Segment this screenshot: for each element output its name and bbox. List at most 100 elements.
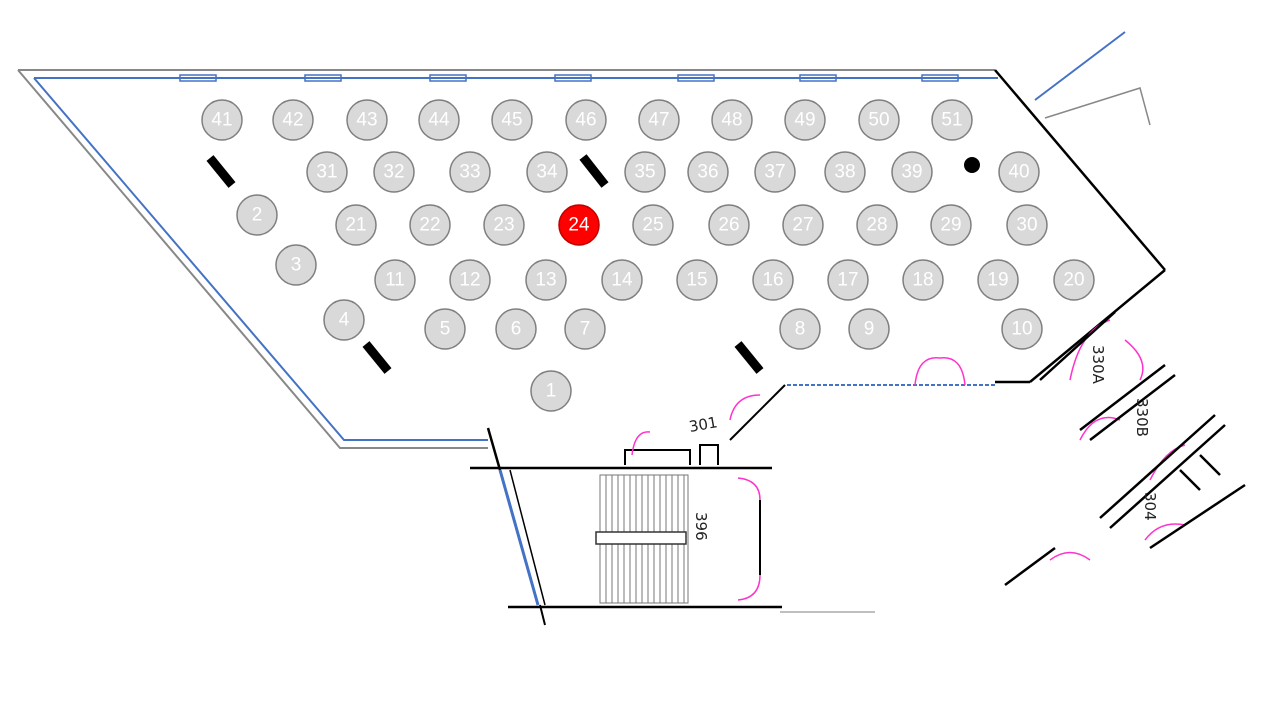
table-5[interactable]: 5 <box>424 308 466 350</box>
table-7[interactable]: 7 <box>564 308 606 350</box>
table-circle[interactable] <box>424 308 466 350</box>
table-circle[interactable] <box>827 259 869 301</box>
table-10[interactable]: 10 <box>1001 308 1043 350</box>
table-circle[interactable] <box>564 308 606 350</box>
table-circle[interactable] <box>1053 259 1095 301</box>
table-circle[interactable] <box>632 204 674 246</box>
table-circle[interactable] <box>752 259 794 301</box>
table-6[interactable]: 6 <box>495 308 537 350</box>
table-38[interactable]: 38 <box>824 151 866 193</box>
table-30[interactable]: 30 <box>1006 204 1048 246</box>
table-29[interactable]: 29 <box>930 204 972 246</box>
table-circle[interactable] <box>638 99 680 141</box>
table-circle[interactable] <box>335 204 377 246</box>
table-40[interactable]: 40 <box>998 151 1040 193</box>
table-circle[interactable] <box>856 204 898 246</box>
table-3[interactable]: 3 <box>275 244 317 286</box>
table-circle[interactable] <box>1001 308 1043 350</box>
table-circle[interactable] <box>902 259 944 301</box>
table-26[interactable]: 26 <box>708 204 750 246</box>
table-33[interactable]: 33 <box>449 151 491 193</box>
table-circle[interactable] <box>449 151 491 193</box>
table-circle[interactable] <box>687 151 729 193</box>
table-circle[interactable] <box>275 244 317 286</box>
table-46[interactable]: 46 <box>565 99 607 141</box>
table-47[interactable]: 47 <box>638 99 680 141</box>
table-39[interactable]: 39 <box>891 151 933 193</box>
table-17[interactable]: 17 <box>827 259 869 301</box>
table-circle[interactable] <box>977 259 1019 301</box>
table-circle[interactable] <box>891 151 933 193</box>
table-circle[interactable] <box>483 204 525 246</box>
table-51[interactable]: 51 <box>931 99 973 141</box>
table-35[interactable]: 35 <box>624 151 666 193</box>
table-44[interactable]: 44 <box>418 99 460 141</box>
table-circle[interactable] <box>782 204 824 246</box>
table-circle[interactable] <box>491 99 533 141</box>
table-41[interactable]: 41 <box>201 99 243 141</box>
table-circle[interactable] <box>418 99 460 141</box>
table-circle[interactable] <box>824 151 866 193</box>
table-circle[interactable] <box>530 370 572 412</box>
table-8[interactable]: 8 <box>779 308 821 350</box>
table-circle[interactable] <box>558 204 600 246</box>
table-22[interactable]: 22 <box>409 204 451 246</box>
table-50[interactable]: 50 <box>858 99 900 141</box>
table-49[interactable]: 49 <box>784 99 826 141</box>
table-37[interactable]: 37 <box>754 151 796 193</box>
table-20[interactable]: 20 <box>1053 259 1095 301</box>
table-36[interactable]: 36 <box>687 151 729 193</box>
table-circle[interactable] <box>754 151 796 193</box>
table-circle[interactable] <box>323 299 365 341</box>
table-circle[interactable] <box>373 151 415 193</box>
table-43[interactable]: 43 <box>346 99 388 141</box>
table-45[interactable]: 45 <box>491 99 533 141</box>
table-16[interactable]: 16 <box>752 259 794 301</box>
table-31[interactable]: 31 <box>306 151 348 193</box>
table-48[interactable]: 48 <box>711 99 753 141</box>
table-circle[interactable] <box>525 259 567 301</box>
table-1[interactable]: 1 <box>530 370 572 412</box>
table-circle[interactable] <box>858 99 900 141</box>
table-circle[interactable] <box>676 259 718 301</box>
table-circle[interactable] <box>201 99 243 141</box>
table-21[interactable]: 21 <box>335 204 377 246</box>
table-circle[interactable] <box>272 99 314 141</box>
table-circle[interactable] <box>495 308 537 350</box>
table-circle[interactable] <box>931 99 973 141</box>
table-25[interactable]: 25 <box>632 204 674 246</box>
table-circle[interactable] <box>449 259 491 301</box>
table-circle[interactable] <box>526 151 568 193</box>
table-13[interactable]: 13 <box>525 259 567 301</box>
table-circle[interactable] <box>601 259 643 301</box>
table-9[interactable]: 9 <box>848 308 890 350</box>
table-27[interactable]: 27 <box>782 204 824 246</box>
table-circle[interactable] <box>779 308 821 350</box>
table-circle[interactable] <box>848 308 890 350</box>
table-19[interactable]: 19 <box>977 259 1019 301</box>
table-circle[interactable] <box>930 204 972 246</box>
table-32[interactable]: 32 <box>373 151 415 193</box>
table-circle[interactable] <box>409 204 451 246</box>
table-circle[interactable] <box>624 151 666 193</box>
table-18[interactable]: 18 <box>902 259 944 301</box>
table-circle[interactable] <box>711 99 753 141</box>
table-24[interactable]: 24 <box>558 204 600 246</box>
table-circle[interactable] <box>784 99 826 141</box>
table-23[interactable]: 23 <box>483 204 525 246</box>
table-circle[interactable] <box>374 259 416 301</box>
table-circle[interactable] <box>565 99 607 141</box>
table-15[interactable]: 15 <box>676 259 718 301</box>
table-circle[interactable] <box>346 99 388 141</box>
table-4[interactable]: 4 <box>323 299 365 341</box>
table-34[interactable]: 34 <box>526 151 568 193</box>
table-circle[interactable] <box>236 194 278 236</box>
table-circle[interactable] <box>708 204 750 246</box>
table-11[interactable]: 11 <box>374 259 416 301</box>
table-28[interactable]: 28 <box>856 204 898 246</box>
table-circle[interactable] <box>998 151 1040 193</box>
table-14[interactable]: 14 <box>601 259 643 301</box>
table-2[interactable]: 2 <box>236 194 278 236</box>
table-12[interactable]: 12 <box>449 259 491 301</box>
table-circle[interactable] <box>306 151 348 193</box>
